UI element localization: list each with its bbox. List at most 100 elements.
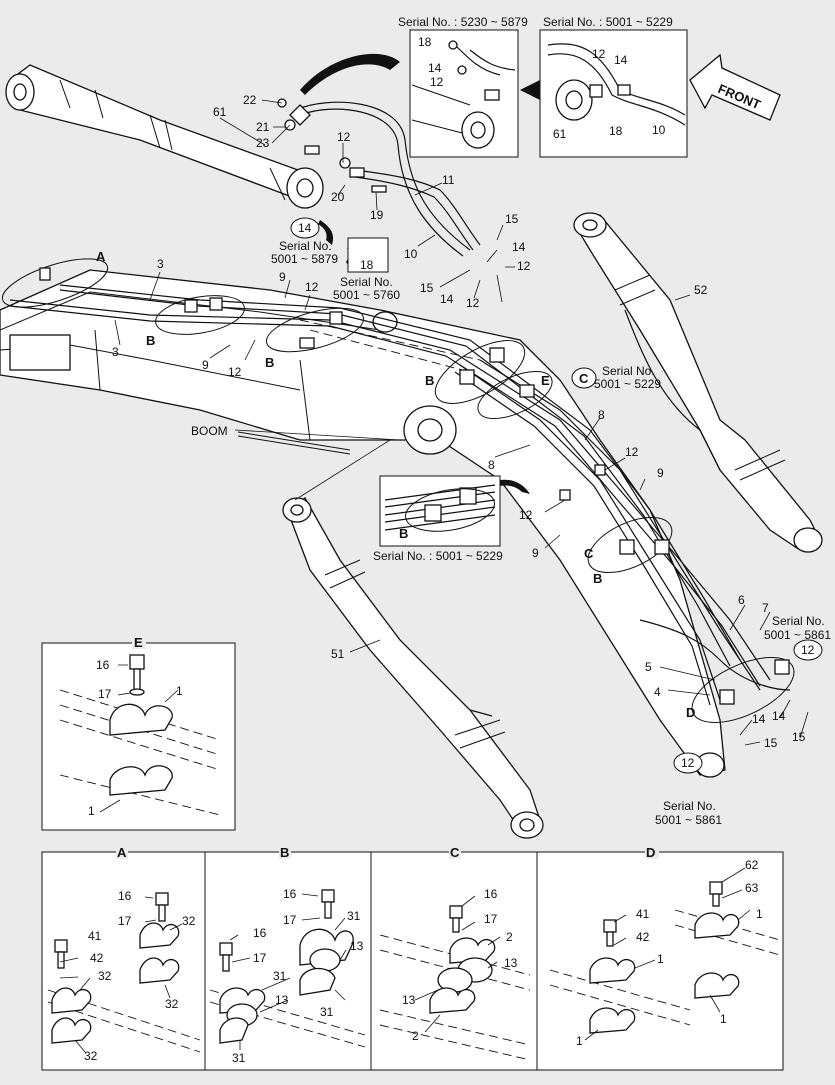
inset-callout-18: 18: [418, 35, 432, 49]
inset-serial-5001-5229: [539, 29, 688, 158]
callout-23: 23: [256, 136, 270, 150]
serial-label-7b: 5001 ~ 5861: [764, 628, 831, 642]
panel-e-16: 16: [96, 658, 110, 672]
callout-15-d: 15: [792, 730, 806, 744]
callout-21: 21: [256, 120, 270, 134]
serial-label-3b: 5001 ~ 5879: [271, 252, 338, 266]
serial-label-7a: Serial No.: [772, 614, 825, 628]
panel-d-title: D: [646, 845, 655, 860]
panel-a-32-d: 32: [84, 1049, 98, 1063]
serial-label-3a: Serial No.: [279, 239, 332, 253]
panel-b-16-b: 16: [253, 926, 267, 940]
callout-14-b: 14: [440, 292, 454, 306]
panel-a-32-c: 32: [165, 997, 179, 1011]
callout-9-d: 9: [532, 546, 539, 560]
callout-20: 20: [331, 190, 345, 204]
callout-19: 19: [370, 208, 384, 222]
panel-d: [536, 851, 784, 1071]
panel-a-41: 41: [88, 929, 102, 943]
inset-callout-12-b: 12: [592, 47, 606, 61]
panel-b-16-a: 16: [283, 887, 297, 901]
inset-callout-12: 12: [430, 75, 444, 89]
callout-12-f: 12: [625, 445, 639, 459]
callout-10: 10: [404, 247, 418, 261]
callout-7: 7: [762, 601, 769, 615]
letter-b-2: B: [265, 355, 274, 370]
detail-ellipses: [1, 258, 795, 723]
serial-label-8a: Serial No.: [663, 799, 716, 813]
panel-d-1-d: 1: [576, 1034, 583, 1048]
panel-c-16: 16: [484, 887, 498, 901]
panel-b-31-c: 31: [320, 1005, 334, 1019]
panel-d-1-a: 1: [756, 907, 763, 921]
panel-b-title: B: [280, 845, 289, 860]
callout-12-d: 12: [305, 280, 319, 294]
callout-12-a: 12: [337, 130, 351, 144]
panel-e-1-b: 1: [88, 804, 95, 818]
serial-label-2: Serial No. : 5001 ~ 5229: [543, 15, 673, 29]
callout-12-b: 12: [517, 259, 531, 273]
cylinder-51: [282, 497, 544, 839]
callout-4: 4: [654, 685, 661, 699]
callout-3-b: 3: [112, 345, 119, 359]
panel-b-13-a: 13: [350, 939, 364, 953]
panel-c-2-b: 2: [412, 1029, 419, 1043]
panel-c-title: C: [450, 845, 460, 860]
callout-14-d: 14: [772, 709, 786, 723]
panel-a-17: 17: [118, 914, 132, 928]
circled-12-b: 12: [681, 756, 695, 770]
panel-c-17: 17: [484, 912, 498, 926]
cylinder-61: [5, 64, 324, 209]
serial-label-4a: Serial No.: [340, 275, 393, 289]
inset-serial-5230-5879: [409, 29, 519, 158]
callout-52: 52: [694, 283, 708, 297]
panel-d-1-b: 1: [657, 952, 664, 966]
callout-15-c: 15: [764, 736, 778, 750]
letter-d: D: [686, 705, 695, 720]
inset-callout-14-b: 14: [614, 53, 628, 67]
inset-pointer-arrow: [300, 53, 400, 95]
panel-a-title: A: [117, 845, 127, 860]
serial-label-4b: 5001 ~ 5760: [333, 288, 400, 302]
panel-b-31-d: 31: [232, 1051, 246, 1065]
letter-b-3: B: [425, 373, 434, 388]
panel-c-13-a: 13: [504, 956, 518, 970]
callout-3-a: 3: [157, 257, 164, 271]
panel-b-17-a: 17: [283, 913, 297, 927]
panel-b-labels: B 16 17 31 16 17 13 31 13 31 31: [232, 845, 364, 1065]
down-pointer-arrow: [318, 220, 334, 245]
panel-d-labels: D 62 63 41 1 42 1 1 1: [576, 845, 763, 1048]
panel-a-labels: A 16 17 32 41 42 32 32 32: [84, 845, 196, 1063]
panel-d-42: 42: [636, 930, 650, 944]
panel-d-63: 63: [745, 881, 759, 895]
callout-14-c: 14: [752, 712, 766, 726]
inset-callout-14: 14: [428, 61, 442, 75]
callout-15-b: 15: [420, 281, 434, 295]
inset-b-pointer: [500, 479, 530, 494]
panel-c-2-a: 2: [506, 930, 513, 944]
panel-e-17: 17: [98, 687, 112, 701]
circled-labels: 14 12 12 C: [298, 221, 815, 770]
inset-callout-10: 10: [652, 123, 666, 137]
callout-9-a: 9: [279, 270, 286, 284]
callout-12-e: 12: [228, 365, 242, 379]
detail-letters: A B B B B B C E D: [96, 249, 695, 720]
inset-b-serial: [379, 475, 501, 547]
serial-label-8b: 5001 ~ 5861: [655, 813, 722, 827]
panel-a: [41, 851, 206, 1071]
callout-15-a: 15: [505, 212, 519, 226]
callout-8-b: 8: [488, 458, 495, 472]
callout-5: 5: [645, 660, 652, 674]
panel-e: [41, 642, 236, 831]
inset-callout-18-b: 18: [609, 124, 623, 138]
callout-6: 6: [738, 593, 745, 607]
circled-markers: [290, 217, 823, 774]
callout-12-c: 12: [466, 296, 480, 310]
callout-numbers: 61 22 21 23 12 20 19 11 10 15 14 12 15 1…: [112, 35, 806, 750]
front-arrow: FRONT: [689, 53, 781, 121]
circled-12-a: 12: [801, 643, 815, 657]
box-callout-18: 18: [360, 258, 374, 272]
letter-a: A: [96, 249, 106, 264]
leader-lines: [114, 99, 809, 746]
